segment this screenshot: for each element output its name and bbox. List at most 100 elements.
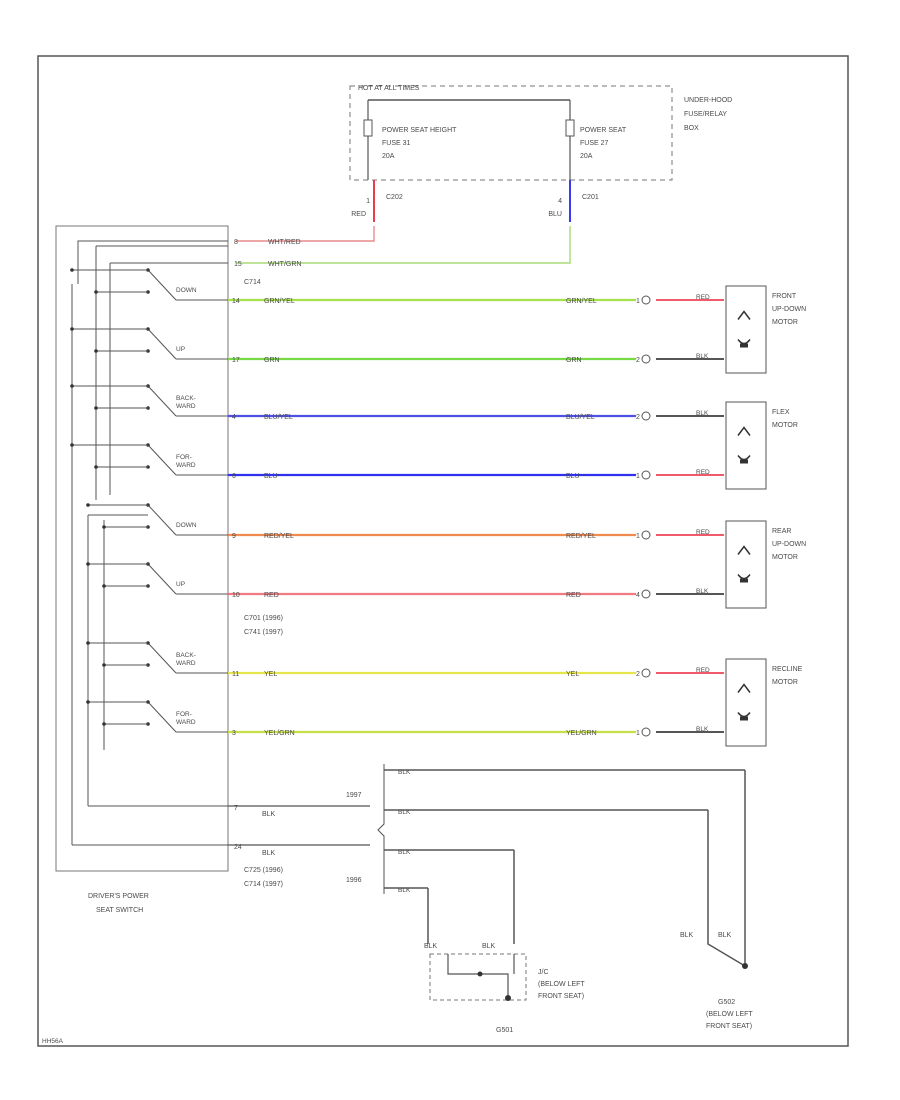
jc-label-2: (BELOW LEFT — [538, 981, 585, 988]
c714-1997-label: C714 (1997) — [244, 881, 283, 888]
switch-position-label-5: UP — [176, 581, 185, 588]
year-1997-label: 1997 — [346, 792, 362, 799]
blk-label-jc-a: BLK — [424, 943, 438, 950]
motor-wire-label-5: BLK — [696, 588, 709, 595]
g502-label-2: (BELOW LEFT — [706, 1011, 753, 1018]
switch-contact-5 — [147, 563, 177, 595]
switch-box — [55, 225, 229, 872]
switch-contact-1 — [147, 328, 177, 360]
switch-pin-3: 6 — [232, 473, 236, 480]
switch-pin-1: 17 — [232, 357, 240, 364]
switch-contacts: DOWNUPBACK-WARDFOR-WARDDOWNUPBACK-WARDFO… — [70, 268, 228, 733]
blk-label-g502-a: BLK — [680, 932, 694, 939]
g501-label: G501 — [496, 1027, 513, 1034]
switch-label-1: DRIVER'S POWER — [88, 893, 149, 900]
connector-pin-7: 1 — [636, 730, 640, 737]
c725-1996-label: C725 (1996) — [244, 867, 283, 874]
blk-label-g502-b: BLK — [718, 932, 732, 939]
switch-position-label-6: BACK- — [176, 652, 196, 659]
motor-wire-label-4: RED — [696, 529, 710, 536]
wire-label-right-7: YEL/GRN — [566, 730, 597, 737]
motor-wire-label-6: RED — [696, 667, 710, 674]
motor-connector-1 — [641, 354, 651, 364]
year-1996-label: 1996 — [346, 877, 362, 884]
wire-label-left-2: BLU/YEL — [264, 414, 293, 421]
switch-contact-4 — [147, 504, 177, 536]
junction-connector — [429, 953, 527, 1001]
c201-label: C201 — [582, 194, 599, 201]
motor-label-0: MOTOR — [772, 319, 798, 326]
motor-connector-2 — [641, 411, 651, 421]
switch-position-label-4: DOWN — [176, 522, 197, 529]
switch-label-2: SEAT SWITCH — [96, 907, 143, 914]
blk-branch-1: BLK — [398, 769, 411, 776]
motor-label-2: UP-DOWN — [772, 541, 806, 548]
motor-wire-label-3: RED — [696, 469, 710, 476]
c202-label: C202 — [386, 194, 403, 201]
hot-at-all-times-label: HOT AT ALL TIMES — [358, 85, 420, 92]
motor-label-1: FLEX — [772, 409, 790, 416]
blu-wire-label: BLU — [548, 211, 562, 218]
wire-label-right-3: BLU — [566, 473, 580, 480]
pin-24: 24 — [234, 844, 242, 851]
switch-pin-6: 11 — [232, 671, 239, 678]
wire-label-left-0: GRN/YEL — [264, 298, 295, 305]
fuse-31-line1: POWER SEAT HEIGHT — [382, 127, 457, 134]
diagram-frame — [37, 55, 849, 1047]
switch-contact-2 — [147, 385, 177, 417]
motor-connector-4 — [641, 530, 651, 540]
fuse-box-label-1: UNDER-HOOD — [684, 97, 732, 104]
wire-label-right-2: BLU/YEL — [566, 414, 595, 421]
year-brace — [377, 764, 385, 894]
blk-wire-label-7: BLK — [262, 811, 276, 818]
pin-8: 8 — [234, 239, 238, 246]
g502-label-3: FRONT SEAT) — [706, 1023, 752, 1030]
motor-connector-7 — [641, 727, 651, 737]
c741-1997-label: C741 (1997) — [244, 629, 283, 636]
motor-label-3: RECLINE — [772, 666, 803, 673]
fuse-box-label-2: FUSE/RELAY — [684, 111, 727, 118]
motor-box-2 — [725, 520, 767, 609]
fuse-27-line1: POWER SEAT — [580, 127, 627, 134]
motor-symbol-icon — [737, 545, 751, 555]
wire-label-right-0: GRN/YEL — [566, 298, 597, 305]
c202-pin: 1 — [366, 198, 370, 205]
fuse-31-line2: FUSE 31 — [382, 140, 411, 147]
fuse-box-label-3: BOX — [684, 125, 699, 132]
wire-label-left-4: RED/YEL — [264, 533, 294, 540]
blk-branch-4: BLK — [398, 887, 411, 894]
motor-box-1 — [725, 401, 767, 490]
motor-connector-0 — [641, 295, 651, 305]
motor-wire-label-7: BLK — [696, 726, 709, 733]
motor-connector-3 — [641, 470, 651, 480]
switch-position-label-2: BACK- — [176, 395, 196, 402]
wire-label-left-1: GRN — [264, 357, 280, 364]
connector-pin-6: 2 — [636, 671, 640, 678]
pin-15: 15 — [234, 261, 242, 268]
g501-ground-point — [505, 995, 511, 1001]
switch-contact-6 — [147, 642, 177, 674]
switch-position-label-7: WARD — [176, 719, 196, 726]
motor-connector-5 — [641, 589, 651, 599]
c701-1996-label: C701 (1996) — [244, 615, 283, 622]
wht-grn-label: WHT/GRN — [268, 261, 301, 268]
wht-red-label: WHT/RED — [268, 239, 301, 246]
switch-position-label-3: FOR- — [176, 454, 192, 461]
switch-pin-7: 3 — [232, 730, 236, 737]
switch-position-label-7: FOR- — [176, 711, 192, 718]
pin-7: 7 — [234, 805, 238, 812]
motor-symbol-icon — [737, 426, 751, 436]
fuse-relay-box: HOT AT ALL TIMES POWER SEAT HEIGHT FUSE … — [349, 85, 673, 181]
wire-label-right-5: RED — [566, 592, 581, 599]
switch-position-label-2: WARD — [176, 403, 196, 410]
motor-label-2: REAR — [772, 528, 791, 535]
c714-label: C714 — [244, 279, 261, 286]
wire-label-right-1: GRN — [566, 357, 582, 364]
wht-grn-wire — [236, 226, 571, 264]
switch-position-label-0: DOWN — [176, 287, 197, 294]
wire-label-left-7: YEL/GRN — [264, 730, 295, 737]
seat-motors: FRONTUP-DOWNMOTORFLEXMOTORREARUP-DOWNMOT… — [725, 285, 806, 747]
motor-wire-label-0: RED — [696, 294, 710, 301]
